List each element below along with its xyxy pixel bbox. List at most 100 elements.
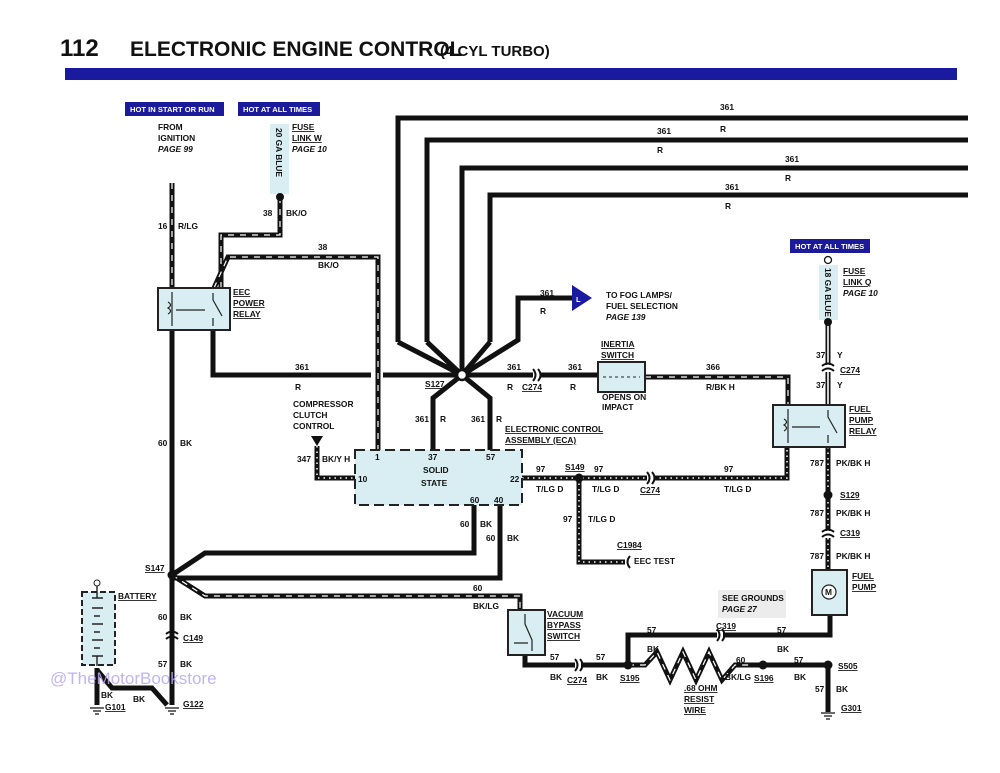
wire-label: R	[540, 306, 546, 316]
inertia-label: SWITCH	[601, 350, 634, 360]
connector-s129: S129	[840, 490, 860, 500]
wire-label: BK	[101, 690, 113, 700]
connector-s505: S505	[838, 661, 858, 671]
wire-label: 57	[550, 652, 560, 662]
connector-s196: S196	[754, 673, 774, 683]
wire-label: 16	[158, 221, 168, 231]
wire-label: 366	[706, 362, 720, 372]
eca-pin: 10	[358, 474, 368, 484]
wire-label: T/LG D	[536, 484, 563, 494]
grounds-note-box	[718, 590, 786, 618]
ground-icons	[90, 707, 835, 720]
compressor-label: COMPRESSOR	[293, 399, 354, 409]
wire-label: 787	[810, 551, 824, 561]
wire-label: 361	[507, 362, 521, 372]
resist-label: WIRE	[684, 705, 706, 715]
wire-label: PK/BK H	[836, 551, 870, 561]
splice-dots	[167, 473, 833, 670]
eca-body-label: SOLID	[423, 465, 449, 475]
connector-c319: C319	[716, 621, 736, 631]
wire-label: R	[785, 173, 791, 183]
wire-label: 57	[777, 625, 787, 635]
inertia-note: IMPACT	[602, 402, 634, 412]
eca-pin: 22	[510, 474, 520, 484]
wire-label: 361	[568, 362, 582, 372]
wire-label: 60	[736, 655, 746, 665]
wire-label: 37	[816, 350, 826, 360]
wire-label: BK/LG	[473, 601, 499, 611]
fuse-q-label: LINK Q	[843, 277, 872, 287]
wire-label: Y	[837, 380, 843, 390]
fuse-q-label: FUSE	[843, 266, 866, 276]
eca-body-label: STATE	[421, 478, 448, 488]
grounds-label: SEE GROUNDS	[722, 593, 784, 603]
wire-label: 787	[810, 458, 824, 468]
wire-label: T/LG D	[724, 484, 751, 494]
battery-label: BATTERY	[118, 591, 157, 601]
eca-pin: 37	[428, 452, 438, 462]
ignition-page: PAGE 99	[158, 144, 193, 154]
resist-label: .68 OHM	[684, 683, 718, 693]
fuse-w-terminal	[276, 193, 284, 201]
inertia-label: INERTIA	[601, 339, 635, 349]
wire-97-stripe	[522, 447, 788, 563]
wire-label: 57	[647, 625, 657, 635]
connector-s147: S147	[145, 563, 165, 573]
eca-pin: 57	[486, 452, 496, 462]
fuse-q-strip	[819, 265, 838, 320]
wire-label: BK	[794, 672, 806, 682]
eca-pin: 1	[375, 452, 380, 462]
page-number: 112	[60, 35, 99, 62]
fuse-w-gauge: 20 GA BLUE	[274, 128, 284, 177]
wire-label: 361	[471, 414, 485, 424]
wire-label: 361	[785, 154, 799, 164]
wire-label: T/LG D	[588, 514, 615, 524]
vacuum-label: BYPASS	[547, 620, 581, 630]
eec-relay-label: POWER	[233, 298, 265, 308]
banner-hot-start-run	[125, 102, 224, 116]
wire-label: 361	[657, 126, 671, 136]
connector-c274: C274	[522, 382, 542, 392]
wire-label: 57	[815, 684, 825, 694]
vacuum-label: VACUUM	[547, 609, 583, 619]
wire-361-main	[210, 330, 598, 378]
hot-all-times-right-label: HOT AT ALL TIMES	[795, 242, 864, 251]
wire-label: 97	[563, 514, 573, 524]
battery-cells-icon	[92, 585, 103, 666]
wire-label: R	[507, 382, 513, 392]
connector-c274: C274	[567, 675, 587, 685]
wire-label: 57	[596, 652, 606, 662]
wire-366-stripe	[645, 376, 789, 405]
page-subtitle: (4 CYL TURBO)	[440, 43, 550, 60]
fuse-w-page: PAGE 10	[292, 144, 327, 154]
wire-label: 60	[486, 533, 496, 543]
connector-c1984: C1984	[617, 540, 642, 550]
fuse-q-terminal	[823, 255, 833, 265]
wire-label: BK	[133, 694, 145, 704]
vacuum-switch-contact-icon	[514, 614, 533, 651]
wire-label: 347	[297, 454, 311, 464]
watermark: @TheMotorBookstore	[50, 669, 217, 688]
wire-label: PK/BK H	[836, 458, 870, 468]
wire-label: 60	[158, 612, 168, 622]
wire-label: R	[496, 414, 502, 424]
fog-connector-label: L	[576, 295, 581, 304]
fuel-pump-label: PUMP	[852, 582, 877, 592]
wire-label: R/LG	[178, 221, 198, 231]
wire-label: 361	[720, 102, 734, 112]
fog-label: TO FOG LAMPS/	[606, 290, 673, 300]
wire-label: BK/O	[286, 208, 307, 218]
connector-c149: C149	[183, 633, 203, 643]
banner-hot-all-times-right	[790, 239, 870, 253]
wire-label: BK	[550, 672, 562, 682]
eec-relay-label: RELAY	[233, 309, 261, 319]
wire-label: 57	[158, 659, 168, 669]
eca-module	[354, 449, 523, 506]
wire-38-b-stripe	[213, 256, 379, 450]
wire-57-bk	[522, 615, 833, 668]
fuel-pump-motor-label: M	[825, 587, 832, 597]
fuse-w-label: FUSE	[292, 122, 315, 132]
wire-60-eca-ground	[170, 505, 503, 581]
